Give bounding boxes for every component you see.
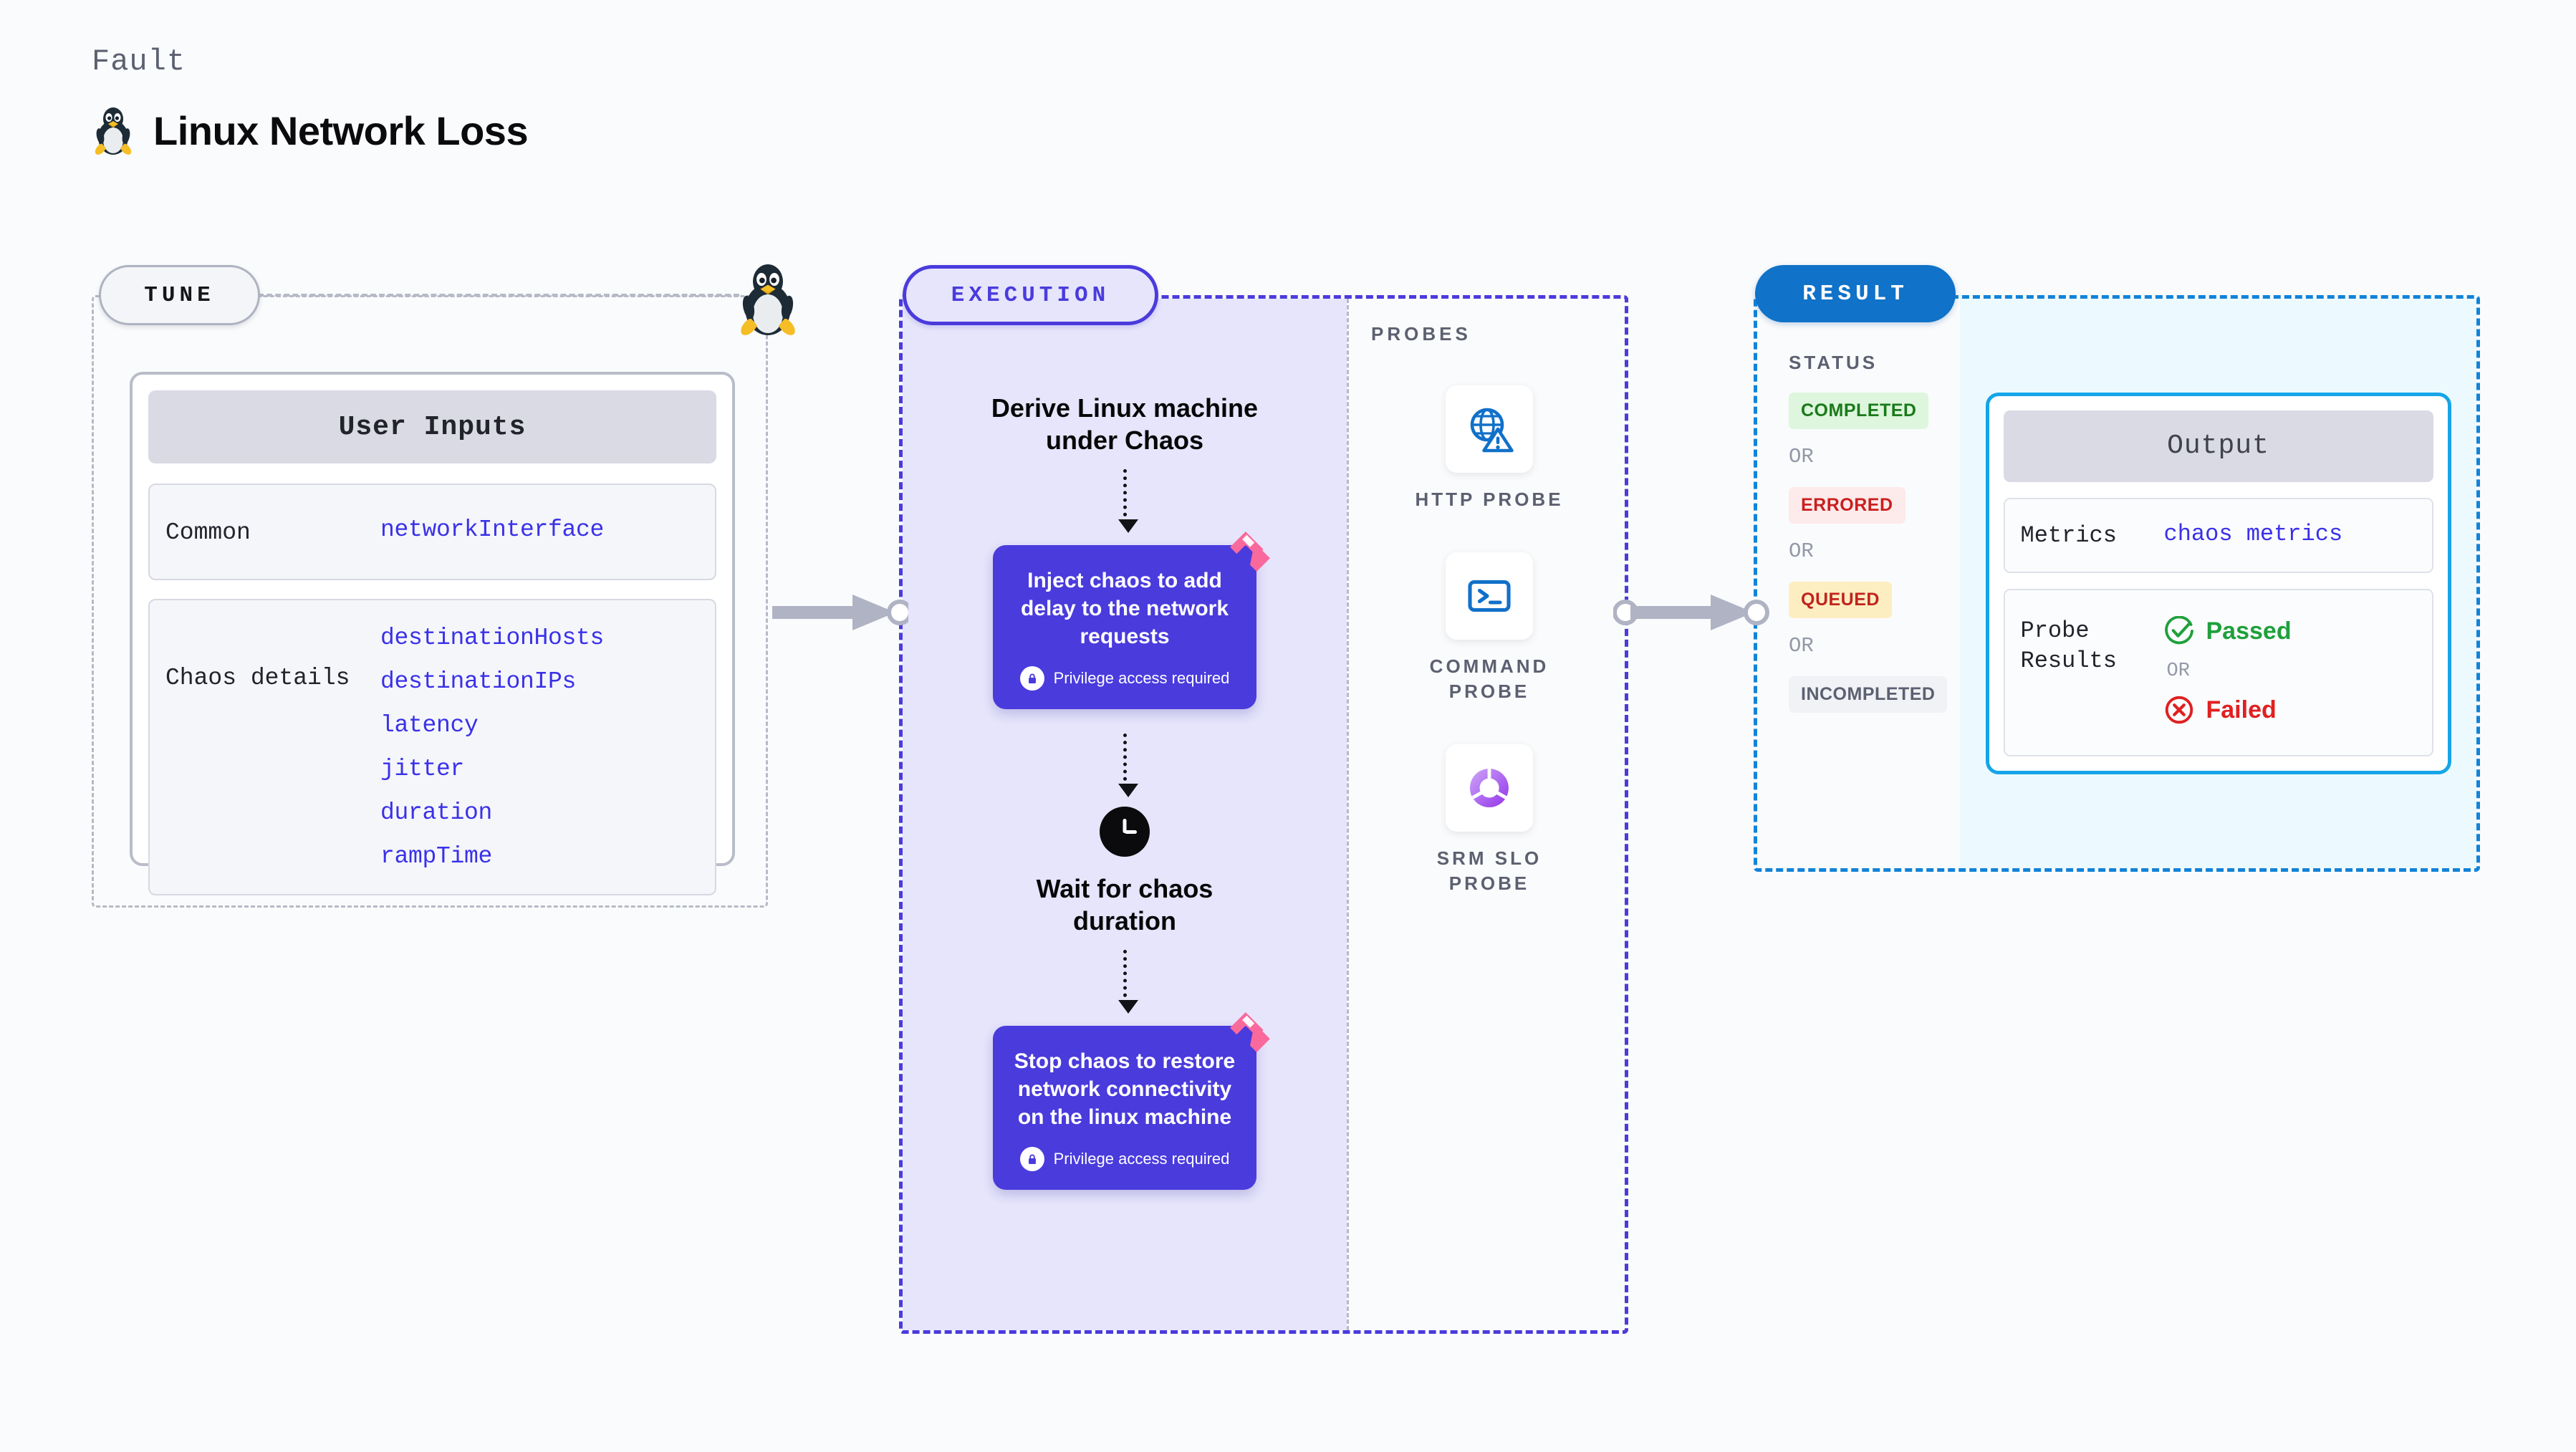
- output-metrics-value[interactable]: chaos metrics: [2163, 520, 2343, 547]
- output-card: Output Metrics chaos metrics Probe Resul…: [1985, 392, 2451, 775]
- or-label: OR: [2166, 660, 2190, 683]
- probe-result-passed: Passed: [2164, 616, 2292, 646]
- connector-tune-to-execution: [772, 595, 908, 630]
- tune-dashed-connector: [258, 294, 739, 297]
- probe-item-http[interactable]: HTTP PROBE: [1347, 385, 1632, 512]
- status-badge-queued: QUEUED: [1789, 582, 1892, 618]
- lock-icon: [1019, 666, 1044, 691]
- probe-tile: [1446, 385, 1533, 473]
- input-value[interactable]: destinationHosts: [380, 625, 605, 652]
- output-probe-results-row: Probe Results Passed OR: [2003, 589, 2433, 757]
- input-group-common: Common networkInterface: [148, 484, 716, 581]
- result-status-column: STATUS COMPLETED OR ERRORED OR QUEUED OR…: [1757, 299, 1960, 868]
- input-group-label: Chaos details: [165, 665, 350, 692]
- input-value[interactable]: jitter: [380, 756, 465, 783]
- output-metrics-label: Metrics: [2020, 521, 2117, 549]
- lock-icon: [1019, 1147, 1044, 1171]
- flow-step-title: Wait for chaos duration: [1036, 874, 1213, 936]
- probe-tile: [1446, 744, 1533, 832]
- probe-item-command[interactable]: COMMAND PROBE: [1347, 552, 1632, 704]
- privilege-row: Privilege access required: [1013, 666, 1236, 691]
- stage-badge-execution[interactable]: EXECUTION: [903, 265, 1158, 325]
- input-value[interactable]: rampTime: [380, 843, 493, 870]
- title-row: Linux Network Loss: [92, 105, 529, 156]
- flow-arrow-icon: [1118, 469, 1138, 533]
- chaos-card-text: Inject chaos to add delay to the network…: [1020, 569, 1229, 648]
- probe-results-values: Passed OR Failed: [2164, 616, 2292, 725]
- probe-result-failed-label: Failed: [2206, 696, 2277, 723]
- probes-divider: [1347, 299, 1349, 1330]
- tune-stage-panel: User Inputs Common networkInterface Chao…: [92, 295, 768, 908]
- clock-icon: [1100, 807, 1150, 857]
- flow-step-title: Derive Linux machine under Chaos: [991, 393, 1259, 455]
- execution-flow: Derive Linux machine under Chaos Inject …: [903, 299, 1347, 1330]
- stage-badge-result[interactable]: RESULT: [1755, 265, 1956, 322]
- output-title: Output: [2003, 410, 2433, 482]
- linux-tux-icon: [95, 107, 132, 155]
- probe-tile: [1446, 552, 1533, 640]
- page-kicker: Fault: [92, 44, 186, 79]
- probe-result-passed-label: Passed: [2206, 617, 2292, 645]
- privilege-text: Privilege access required: [1053, 1150, 1230, 1168]
- probes-label: PROBES: [1371, 323, 1471, 345]
- chaos-card-text: Stop chaos to restore network connectivi…: [1014, 1049, 1236, 1129]
- or-label: OR: [1789, 539, 1814, 563]
- probe-caption: SRM SLO PROBE: [1436, 847, 1542, 895]
- privilege-text: Privilege access required: [1053, 669, 1230, 687]
- chaos-step-card-inject[interactable]: Inject chaos to add delay to the network…: [993, 532, 1270, 709]
- globe-warning-icon: [1470, 408, 1514, 453]
- connector-execution-to-result: [1613, 595, 1769, 630]
- probe-result-failed: Failed: [2164, 695, 2292, 725]
- stage-badge-tune[interactable]: TUNE: [99, 265, 260, 325]
- input-value[interactable]: duration: [380, 799, 493, 827]
- output-metrics-row: Metrics chaos metrics: [2003, 497, 2433, 574]
- status-label: STATUS: [1789, 352, 1878, 373]
- input-value[interactable]: destinationIPs: [380, 668, 577, 696]
- chaos-step-card-stop[interactable]: Stop chaos to restore network connectivi…: [993, 1012, 1270, 1190]
- tune-linux-tux-icon: [741, 264, 795, 335]
- or-label: OR: [1789, 445, 1814, 468]
- input-group-chaos-details: Chaos details destinationHosts destinati…: [148, 599, 716, 896]
- harness-logo-icon: [1230, 1012, 1270, 1052]
- input-group-values: networkInterface: [380, 516, 604, 547]
- srm-slo-icon: [1469, 769, 1509, 808]
- input-value[interactable]: networkInterface: [380, 516, 605, 543]
- terminal-icon: [1468, 580, 1511, 612]
- or-label: OR: [1789, 634, 1814, 658]
- status-badge-errored: ERRORED: [1789, 487, 1905, 524]
- probe-item-srm-slo[interactable]: SRM SLO PROBE: [1347, 744, 1632, 896]
- page-header: Fault Linux Network Loss: [92, 44, 529, 156]
- stage-badge-tune-label: TUNE: [144, 282, 215, 308]
- execution-stage-panel: Derive Linux machine under Chaos Inject …: [899, 295, 1628, 1334]
- page-title: Linux Network Loss: [153, 107, 529, 153]
- stage-badge-execution-label: EXECUTION: [951, 282, 1110, 308]
- user-inputs-card: User Inputs Common networkInterface Chao…: [130, 372, 735, 896]
- probe-caption: COMMAND PROBE: [1429, 655, 1549, 703]
- probes-column: PROBES HTTP PROBE: [1347, 299, 1632, 1330]
- result-stage-panel: STATUS COMPLETED OR ERRORED OR QUEUED OR…: [1754, 295, 2480, 872]
- flow-arrow-icon: [1118, 734, 1138, 797]
- privilege-row: Privilege access required: [1013, 1147, 1236, 1171]
- status-badge-incompleted: INCOMPLETED: [1789, 676, 1948, 713]
- flow-arrow-icon: [1118, 950, 1138, 1014]
- x-circle-icon: [2165, 696, 2193, 724]
- output-probe-results-label: Probe Results: [2020, 617, 2117, 674]
- result-output-column: Output Metrics chaos metrics Probe Resul…: [1960, 299, 2476, 868]
- user-inputs-title: User Inputs: [148, 390, 716, 463]
- probe-caption: HTTP PROBE: [1415, 489, 1564, 510]
- stage-badge-result-label: RESULT: [1802, 281, 1908, 307]
- input-value[interactable]: latency: [380, 712, 479, 739]
- check-circle-icon: [2164, 616, 2193, 645]
- status-badge-completed: COMPLETED: [1789, 393, 1929, 429]
- harness-logo-icon: [1230, 532, 1270, 572]
- input-group-values: destinationHosts destinationIPs latency …: [380, 625, 604, 870]
- input-group-label: Common: [165, 519, 251, 546]
